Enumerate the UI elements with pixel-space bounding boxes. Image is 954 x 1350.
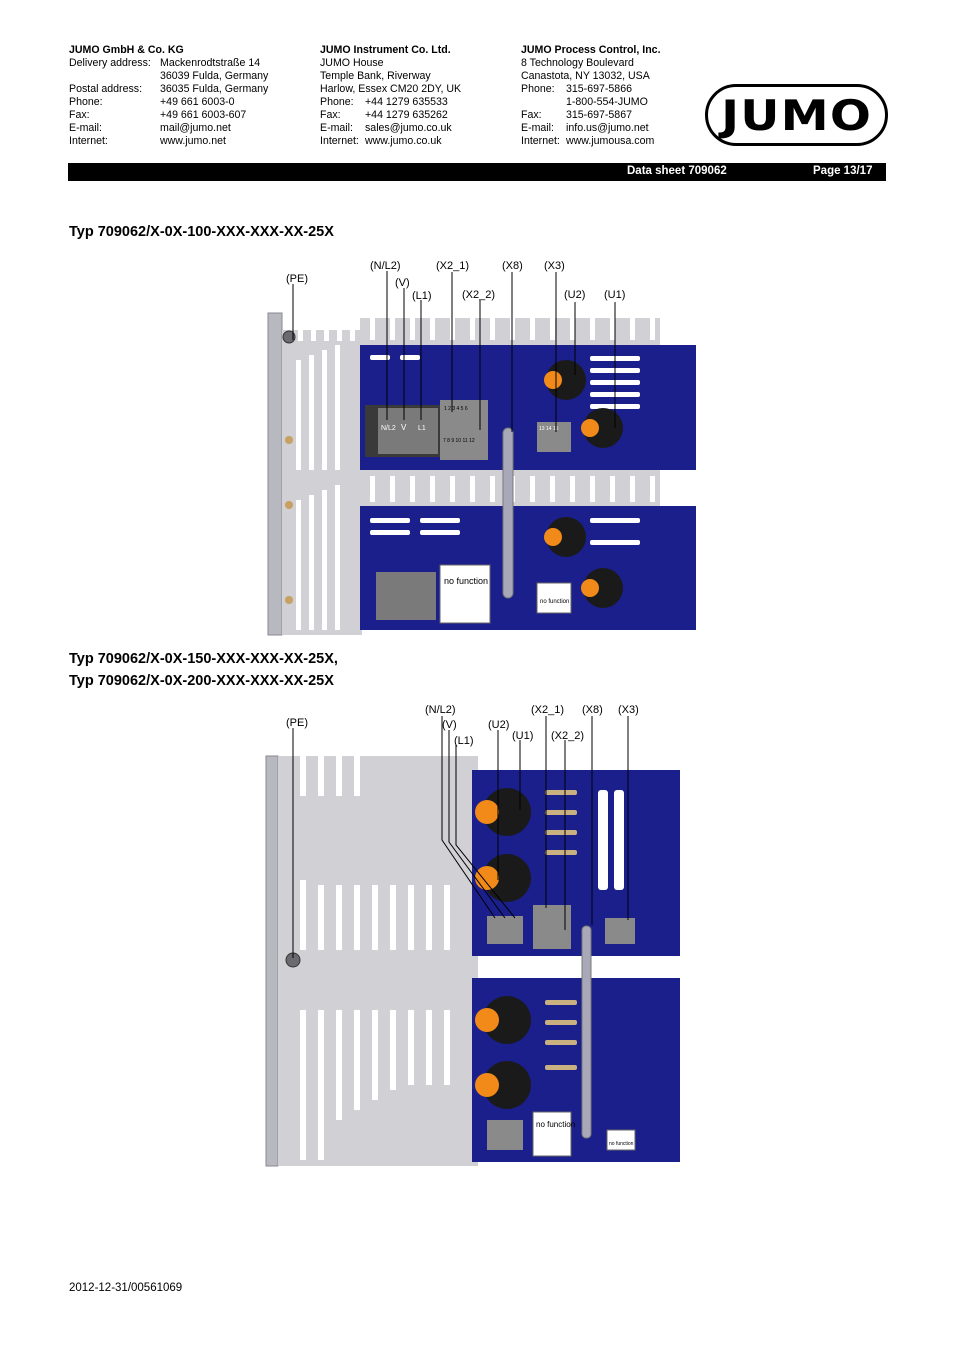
page-number: Page 13/17 (813, 165, 873, 177)
no-function-label-small: no function (540, 599, 569, 605)
x8-cable (581, 925, 592, 1139)
label-x8: (X8) (502, 260, 523, 272)
label-x2-2: (X2_2) (462, 289, 495, 301)
logo-text: JUMO (721, 90, 872, 140)
label-x2-1: (X2_1) (436, 260, 469, 272)
label-x2-2: (X2_2) (551, 730, 584, 742)
company-block-usa: JUMO Process Control, Inc. 8 Technology … (521, 44, 701, 148)
company-name: JUMO Instrument Co. Ltd. (320, 44, 451, 56)
terminal-l1: L1 (418, 425, 426, 432)
housing-lower-large (472, 978, 680, 1162)
website-link[interactable]: www.jumo.co.uk (365, 135, 442, 147)
label-u2: (U2) (488, 719, 509, 731)
label-u2: (U2) (564, 289, 585, 301)
company-name: JUMO Process Control, Inc. (521, 44, 661, 56)
terminal-v: V (401, 423, 407, 432)
document-id: 2012-12-31/00561069 (69, 1282, 183, 1294)
label-nl2: (N/L2) (370, 260, 401, 272)
label-x3: (X3) (544, 260, 565, 272)
terminal-nl2: N/L2 (381, 425, 396, 432)
company-name: JUMO GmbH & Co. KG (69, 44, 184, 56)
label-l1: (L1) (454, 735, 474, 747)
label-pe: (PE) (286, 273, 308, 285)
company-block-gmbh: JUMO GmbH & Co. KG Delivery address:Mack… (69, 44, 299, 148)
company-block-uk: JUMO Instrument Co. Ltd. JUMO House Temp… (320, 44, 510, 148)
leader-lines (292, 271, 616, 432)
jumo-logo: JUMO (705, 84, 888, 146)
website-link[interactable]: www.jumousa.com (566, 135, 655, 147)
x8-cable (502, 427, 514, 599)
terminal-x3-numbers: 13 14 15 (539, 426, 559, 432)
terminal-numbers-bottom: 7 8 9 10 11 12 (443, 438, 475, 444)
label-l1: (L1) (412, 290, 432, 302)
no-function-label: no function (444, 576, 488, 586)
housing-upper-large (472, 770, 680, 956)
email-link[interactable]: sales@jumo.co.uk (365, 122, 452, 134)
label-u1: (U1) (512, 730, 533, 742)
label-x8: (X8) (582, 704, 603, 716)
label-v: (V) (442, 719, 457, 731)
label-nl2: (N/L2) (425, 704, 456, 716)
datasheet-number: Data sheet 709062 (627, 165, 727, 177)
label-pe: (PE) (286, 717, 308, 729)
section2-title: Typ 709062/X-0X-150-XXX-XXX-XX-25X, Typ … (69, 648, 338, 692)
header-bar: Data sheet 709062 Page 13/17 (68, 163, 886, 181)
label-v: (V) (395, 277, 410, 289)
terminal-numbers-top: 1 2 3 4 5 6 (444, 406, 468, 412)
email-link[interactable]: info.us@jumo.net (566, 122, 649, 134)
no-function-label: no function (536, 1120, 575, 1129)
heatsink (267, 312, 660, 636)
no-function-label-small: no function (609, 1141, 634, 1147)
label-u1: (U1) (604, 289, 625, 301)
label-x3: (X3) (618, 704, 639, 716)
label-x2-1: (X2_1) (531, 704, 564, 716)
website-link[interactable]: www.jumo.net (160, 135, 226, 147)
housing-lower (360, 506, 696, 630)
section1-title: Typ 709062/X-0X-100-XXX-XXX-XX-25X (69, 224, 334, 240)
heatsink-large (265, 755, 478, 1167)
section2-title-line1: Typ 709062/X-0X-150-XXX-XXX-XX-25X, (69, 651, 338, 667)
section2-title-line2: Typ 709062/X-0X-200-XXX-XXX-XX-25X (69, 673, 334, 689)
leader-lines (292, 716, 629, 958)
email-link[interactable]: mail@jumo.net (160, 122, 231, 134)
